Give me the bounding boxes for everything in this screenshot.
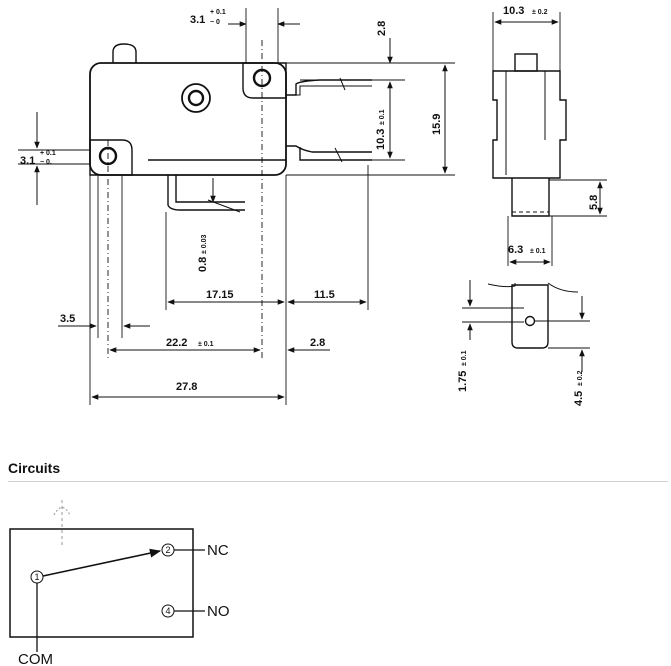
dim-terminal-hole-pos: 1.75 bbox=[457, 371, 469, 392]
section-divider bbox=[8, 481, 668, 482]
dim-terminal-hole-pos-tol: ± 0.1 bbox=[461, 350, 468, 366]
dim-top-hole-tol-minus: − 0 bbox=[210, 19, 220, 26]
dim-side-terminal-length: 5.8 bbox=[588, 195, 600, 210]
no-label: NO bbox=[207, 603, 230, 620]
front-dimensions: 3.1 + 0.1 − 0 2.8 10.3 ± 0.1 15.9 3.1 + … bbox=[20, 9, 443, 393]
dim-terminal-pitch: 10.3 bbox=[375, 129, 387, 150]
mount-boss-top bbox=[242, 62, 287, 99]
dim-terminal-tip: 4.5 bbox=[573, 391, 585, 406]
dim-side-terminal-width: 6.3 bbox=[508, 244, 523, 256]
dim-side-hole-tol-minus: − 0. bbox=[40, 159, 52, 166]
mount-hole-bottom bbox=[98, 146, 118, 166]
dim-left-offset: 3.5 bbox=[60, 313, 75, 325]
dim-terminal-pitch-tol: ± 0.1 bbox=[379, 109, 386, 125]
dim-hole-pitch-tol: ± 0.1 bbox=[198, 341, 214, 348]
terminal-dimensions: 1.75 ± 0.1 4.5 ± 0.2 bbox=[457, 350, 585, 406]
side-terminal bbox=[511, 178, 550, 217]
terminal-top bbox=[286, 79, 372, 96]
circuits-heading: Circuits bbox=[8, 460, 61, 476]
terminal-hole bbox=[524, 315, 536, 327]
terminal-bottom bbox=[167, 175, 245, 211]
switch-contact-arm bbox=[42, 548, 162, 577]
dim-span-b: 11.5 bbox=[314, 289, 335, 301]
dim-top-hole-tol-plus: + 0.1 bbox=[210, 9, 226, 16]
center-rivet bbox=[181, 83, 211, 113]
side-view bbox=[492, 53, 567, 217]
dim-side-width: 10.3 bbox=[503, 5, 524, 17]
dim-side-terminal-width-tol: ± 0.1 bbox=[530, 248, 546, 255]
dim-top-gap: 2.8 bbox=[376, 21, 388, 36]
side-dimensions: 10.3 ± 0.2 5.8 6.3 ± 0.1 bbox=[503, 5, 600, 256]
front-view bbox=[89, 43, 372, 213]
mount-boss-bottom bbox=[89, 139, 133, 176]
dim-side-width-tol: ± 0.2 bbox=[532, 9, 548, 16]
pin-no-label: 4 bbox=[165, 606, 170, 616]
com-label: COM bbox=[18, 651, 53, 666]
side-body bbox=[492, 70, 567, 179]
actuator-indicator bbox=[53, 507, 71, 516]
terminal-middle bbox=[286, 145, 372, 161]
switch-body bbox=[89, 62, 287, 176]
terminal-detail bbox=[487, 282, 579, 349]
dim-span-a: 17.15 bbox=[206, 289, 234, 301]
switch-housing bbox=[9, 528, 194, 638]
pin-nc-label: 2 bbox=[165, 545, 170, 555]
terminal-blade bbox=[511, 284, 549, 349]
dim-terminal-thickness-tol: ± 0.03 bbox=[201, 234, 208, 254]
dim-side-hole-tol-plus: + 0.1 bbox=[40, 150, 56, 157]
dim-overall-length: 27.8 bbox=[176, 381, 197, 393]
dim-body-height: 15.9 bbox=[431, 114, 443, 135]
dim-side-hole-offset: 3.1 bbox=[20, 155, 35, 167]
dim-right-offset: 2.8 bbox=[310, 337, 325, 349]
nc-label: NC bbox=[207, 542, 229, 559]
circuit-diagram: 1 2 4 NC NO COM bbox=[9, 500, 230, 666]
plunger bbox=[112, 43, 137, 63]
side-plunger bbox=[514, 53, 538, 72]
dim-terminal-tip-tol: ± 0.2 bbox=[577, 370, 584, 386]
dim-top-hole-offset: 3.1 bbox=[190, 14, 205, 26]
dim-terminal-thickness: 0.8 bbox=[197, 257, 209, 272]
pin-com-label: 1 bbox=[34, 572, 39, 582]
dim-hole-pitch: 22.2 bbox=[166, 337, 187, 349]
